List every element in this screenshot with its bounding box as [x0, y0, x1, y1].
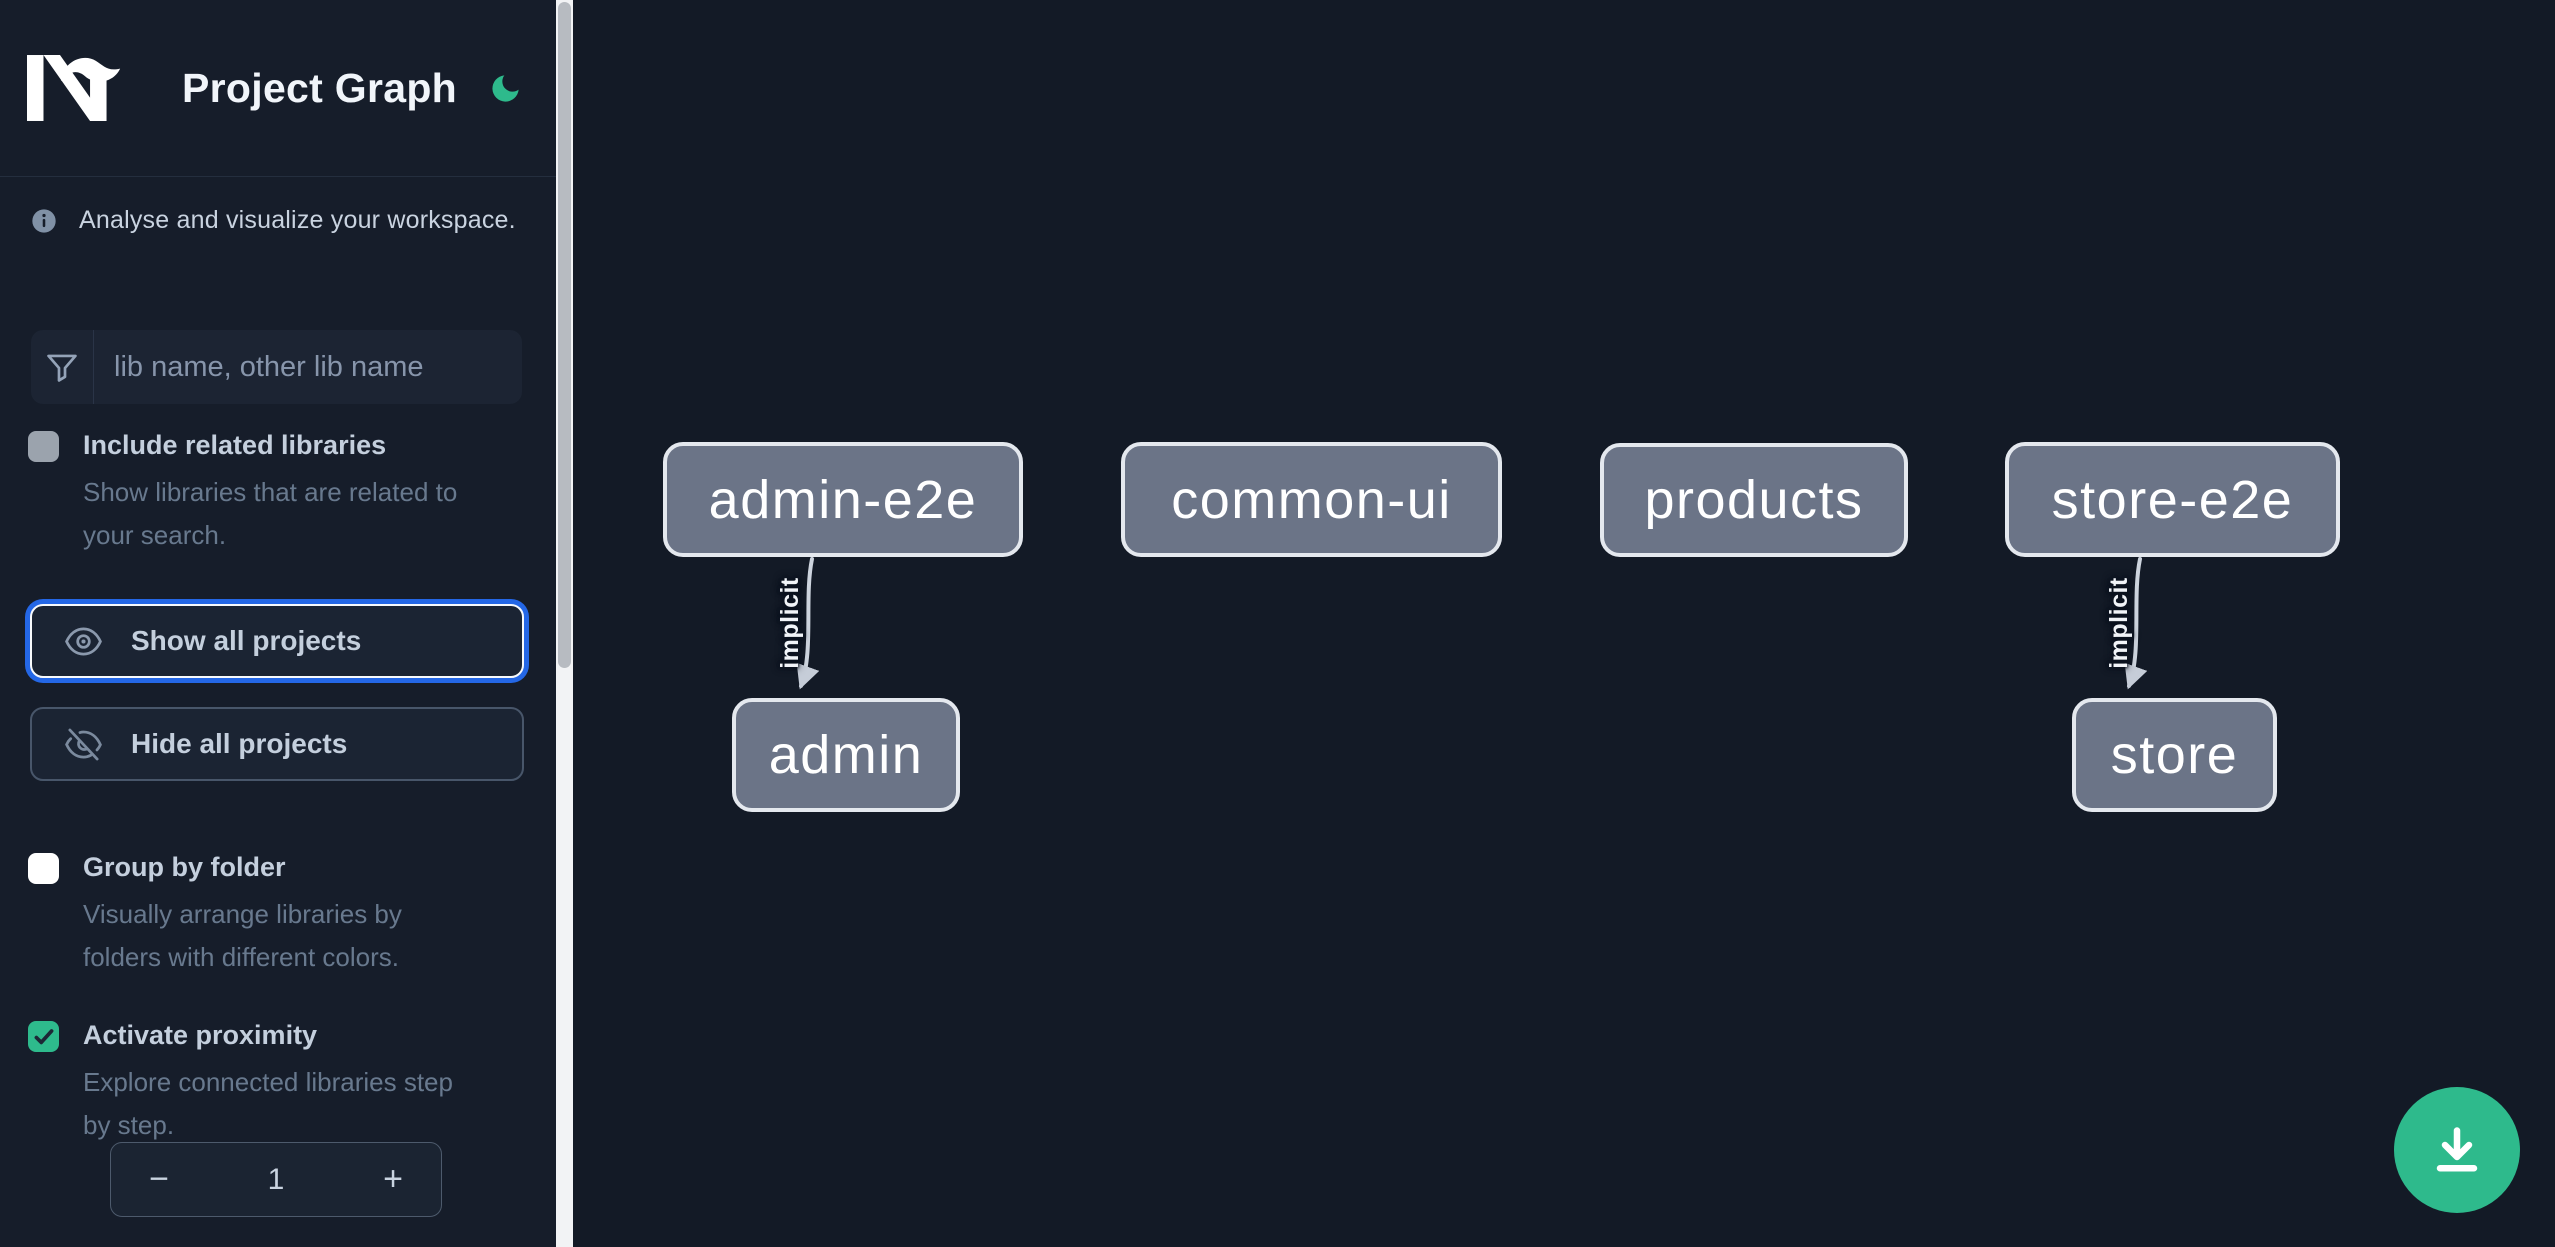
- filter-input[interactable]: [94, 330, 522, 404]
- proximity-value: 1: [267, 1162, 285, 1196]
- include-related-description: Show libraries that are related to your …: [83, 477, 458, 550]
- download-icon: [2436, 1127, 2478, 1172]
- activate-proximity-label[interactable]: Activate proximity: [83, 1020, 318, 1050]
- funnel-icon: [31, 330, 94, 404]
- filter-search-box: [31, 330, 522, 404]
- sidebar-scrollbar-thumb[interactable]: [558, 2, 571, 668]
- tagline-row: Analyse and visualize your workspace.: [30, 206, 516, 235]
- checkmark-icon: [34, 1028, 53, 1044]
- node-admin[interactable]: admin: [732, 698, 960, 812]
- proximity-decrement-button[interactable]: −: [111, 1143, 207, 1216]
- option-activate-proximity: Activate proximity Explore connected lib…: [28, 1018, 528, 1147]
- graph-canvas[interactable]: implicit implicit admin-e2e common-ui pr…: [573, 0, 2555, 1247]
- show-all-projects-label: Show all projects: [131, 625, 362, 656]
- node-store-e2e[interactable]: store-e2e: [2005, 442, 2340, 557]
- theme-toggle-button[interactable]: [483, 66, 527, 110]
- page-title: Project Graph: [182, 64, 458, 111]
- node-admin-e2e[interactable]: admin-e2e: [663, 442, 1023, 557]
- tagline-text: Analyse and visualize your workspace.: [79, 206, 516, 234]
- activate-proximity-checkbox[interactable]: [28, 1021, 59, 1052]
- hide-all-projects-label: Hide all projects: [131, 728, 348, 759]
- node-store[interactable]: store: [2072, 698, 2277, 812]
- option-include-related-libraries: Include related libraries Show libraries…: [28, 428, 528, 557]
- sidebar-header: Project Graph: [0, 0, 556, 177]
- eye-off-icon: [65, 728, 102, 760]
- option-group-by-folder: Group by folder Visually arrange librari…: [28, 850, 528, 979]
- moon-icon: [491, 74, 519, 102]
- sidebar-scrollbar-track[interactable]: [556, 0, 573, 1247]
- show-all-projects-button[interactable]: Show all projects: [30, 604, 524, 678]
- node-products[interactable]: products: [1600, 443, 1908, 557]
- activate-proximity-description: Explore connected libraries step by step…: [83, 1067, 453, 1140]
- sidebar: Project Graph Analyse and visualize your…: [0, 0, 556, 1247]
- download-graph-button[interactable]: [2394, 1087, 2520, 1213]
- include-related-label[interactable]: Include related libraries: [83, 430, 387, 460]
- dependency-edges: [796, 557, 2148, 690]
- eye-icon: [65, 626, 102, 656]
- nx-logo-icon: [27, 55, 121, 121]
- proximity-increment-button[interactable]: +: [345, 1143, 441, 1216]
- group-by-folder-label[interactable]: Group by folder: [83, 852, 286, 882]
- proximity-stepper: − 1 +: [110, 1142, 442, 1217]
- info-icon: [32, 208, 56, 233]
- hide-all-projects-button[interactable]: Hide all projects: [30, 707, 524, 781]
- include-related-checkbox[interactable]: [28, 431, 59, 462]
- group-by-folder-description: Visually arrange libraries by folders wi…: [83, 899, 402, 972]
- group-by-folder-checkbox[interactable]: [28, 853, 59, 884]
- node-common-ui[interactable]: common-ui: [1121, 442, 1502, 557]
- edge-admin-e2e-to-admin: [796, 557, 820, 690]
- edge-store-e2e-to-store: [2124, 557, 2148, 690]
